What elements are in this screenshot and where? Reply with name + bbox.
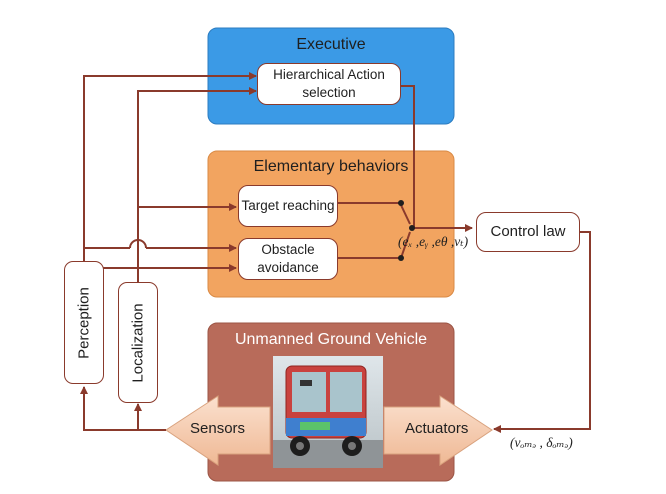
junction-dot (398, 255, 404, 261)
hierarchical-action-selection-box: Hierarchical Action selection (257, 63, 401, 105)
command-signal-label: (vₒₘₔ , δₒₘₔ) (510, 435, 573, 450)
localization-label: Localization (129, 302, 147, 383)
sensors-arrow (165, 395, 271, 466)
perception-box: Perception (64, 261, 104, 384)
ugv-title: Unmanned Ground Vehicle (234, 331, 428, 348)
obstacle-avoidance-box: Obstacle avoidance (238, 238, 338, 280)
actuators-arrow (383, 395, 493, 466)
control-law-box: Control law (476, 212, 580, 252)
perception-label: Perception (75, 286, 93, 359)
elementary-behaviors-title: Elementary behaviors (253, 158, 409, 175)
vehicle-photo (273, 356, 383, 468)
actuators-label: Actuators (405, 420, 469, 437)
junction-dot (409, 225, 415, 231)
localization-box: Localization (118, 282, 158, 403)
error-signal-label: (eₓ ,eᵧ ,eθ ,vₜ) (398, 234, 469, 249)
target-reaching-box: Target reaching (238, 185, 338, 227)
junction-dot (398, 200, 404, 206)
executive-title: Executive (296, 36, 366, 53)
sensors-label: Sensors (190, 420, 246, 437)
connectors (80, 72, 591, 433)
